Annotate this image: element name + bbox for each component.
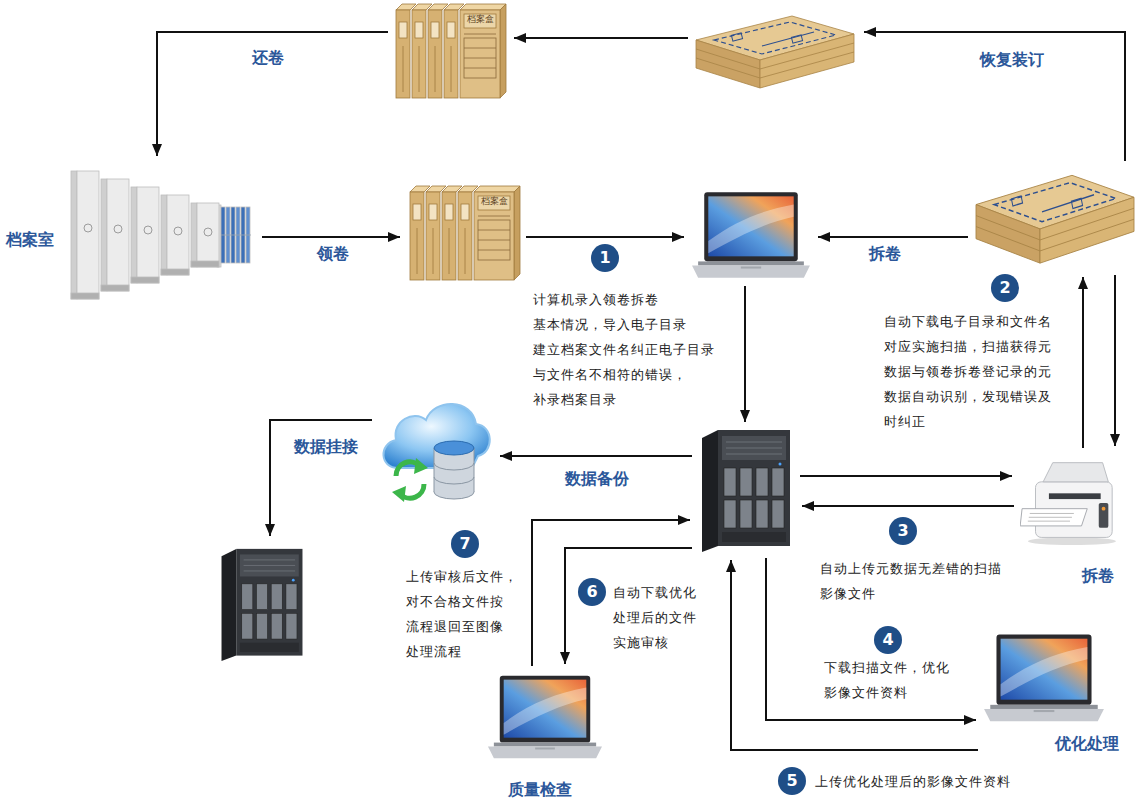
icon-node bbox=[692, 10, 858, 92]
step-note: 上传优化处理后的影像文件资料 bbox=[815, 769, 1019, 794]
connector-group bbox=[157, 32, 1125, 750]
step-note: 下载扫描文件，优化 影像文件资料 bbox=[824, 655, 958, 705]
server-icon bbox=[222, 549, 303, 661]
edge-label: 数据备份 bbox=[563, 469, 631, 489]
icon-node: 档案室 bbox=[4, 162, 258, 308]
archive-boxes-icon bbox=[396, 4, 506, 98]
flow-arrow bbox=[766, 558, 976, 720]
callout-number: 5 bbox=[778, 767, 806, 795]
flow-arrow bbox=[818, 236, 968, 238]
laptop-icon bbox=[984, 635, 1104, 722]
step-note: 自动上传元数据无差错的扫描 影像文件 bbox=[820, 556, 1010, 606]
cloud-icon bbox=[383, 404, 489, 502]
flat-boxes-icon bbox=[696, 16, 854, 88]
edge-label: 领卷 bbox=[315, 244, 351, 264]
edge-label: 恢复装订 bbox=[978, 50, 1046, 70]
flow-arrow bbox=[157, 32, 388, 156]
laptop-icon bbox=[692, 192, 810, 277]
icon-node bbox=[376, 390, 494, 502]
node-caption: 档案室 bbox=[6, 230, 54, 250]
node-caption: 拆卷 bbox=[1082, 566, 1114, 586]
flow-arrow bbox=[514, 37, 688, 39]
edge-label: 数据挂接 bbox=[292, 437, 360, 457]
callout-number: 4 bbox=[874, 626, 902, 654]
flow-arrow bbox=[802, 505, 1014, 507]
flow-arrow bbox=[744, 286, 746, 422]
flow-arrow bbox=[864, 32, 1125, 161]
icon-node bbox=[216, 542, 308, 668]
flow-arrow bbox=[262, 236, 400, 238]
laptop-icon bbox=[488, 676, 602, 759]
flow-arrow bbox=[800, 475, 1012, 477]
archive-boxes-icon bbox=[410, 186, 520, 280]
flow-arrow bbox=[500, 455, 692, 457]
callout-number: 3 bbox=[889, 517, 917, 545]
callout-number: 6 bbox=[578, 578, 606, 606]
step-note: 上传审核后文件， 对不合格文件按 流程退回至图像 处理流程 bbox=[406, 564, 526, 664]
node-caption: 质量检查 bbox=[508, 780, 572, 800]
icon-node: 拆卷 bbox=[1018, 452, 1122, 588]
callout-number: 1 bbox=[591, 244, 619, 272]
flat-boxes-icon bbox=[976, 175, 1134, 263]
flow-arrow bbox=[1082, 277, 1084, 448]
callout-number: 7 bbox=[451, 530, 479, 558]
edge-label: 拆卷 bbox=[867, 244, 903, 264]
flow-arrow bbox=[526, 236, 684, 238]
node-caption: 优化处理 bbox=[1055, 734, 1119, 754]
icon-node bbox=[690, 190, 812, 282]
step-note: 计算机录入领卷拆卷 基本情况，导入电子目录 建立档案文件名纠正电子目录 与文件名… bbox=[533, 287, 723, 412]
scanner-icon bbox=[1020, 463, 1116, 545]
step-note: 自动下载优化 处理后的文件 实施审核 bbox=[613, 580, 705, 655]
edge-label: 还卷 bbox=[250, 48, 286, 68]
server-icon bbox=[702, 430, 790, 552]
icon-node bbox=[972, 165, 1138, 271]
archive-shelves-icon bbox=[71, 171, 251, 299]
flow-arrow bbox=[270, 420, 372, 536]
callout-number: 2 bbox=[991, 274, 1019, 302]
box-label: 档案盒 bbox=[481, 196, 508, 207]
box-label: 档案盒 bbox=[467, 14, 494, 25]
flow-arrow bbox=[1114, 275, 1116, 446]
icon-node bbox=[696, 428, 796, 554]
step-note: 自动下载电子目录和文件名 对应实施扫描，扫描获得元 数据与领卷拆卷登记录的元 数… bbox=[884, 309, 1060, 434]
icon-node: 质量检查 bbox=[486, 670, 604, 802]
icon-node: 优化处理 bbox=[982, 630, 1122, 758]
